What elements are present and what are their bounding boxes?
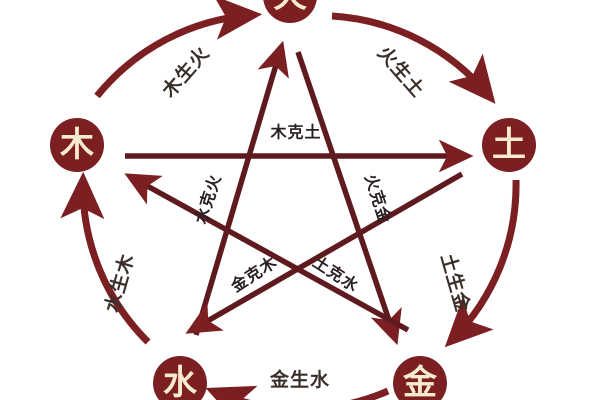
element-node-fire[interactable]: 火 xyxy=(263,0,317,23)
label-wood-generates-fire: 木生火 xyxy=(157,41,214,102)
element-glyph-water: 水 xyxy=(163,363,198,400)
element-node-water[interactable]: 水 xyxy=(153,356,207,400)
overcoming-cycle-lines xyxy=(124,40,474,346)
element-node-metal[interactable]: 金 xyxy=(393,356,447,400)
element-node-earth[interactable]: 土 xyxy=(482,118,536,172)
arc-water-to-wood xyxy=(60,171,151,345)
label-water-overcomes-fire: 水克火 xyxy=(191,172,225,226)
element-glyph-earth: 土 xyxy=(492,125,526,165)
element-circle-wood xyxy=(50,118,104,172)
element-glyph-wood: 木 xyxy=(59,125,94,165)
label-metal-generates-water: 金生水 xyxy=(269,368,330,391)
arc-earth-to-metal xyxy=(444,179,520,348)
label-metal-overcomes-wood: 金克木 xyxy=(227,252,281,296)
label-wood-overcomes-earth: 木克土 xyxy=(269,123,321,142)
element-glyph-fire: 火 xyxy=(273,0,307,16)
label-fire-overcomes-metal: 火克金 xyxy=(361,172,395,226)
element-circle-water xyxy=(153,356,207,400)
arc-wood-to-fire xyxy=(94,0,263,99)
element-glyph-metal: 金 xyxy=(402,363,438,400)
line-water-to-fire xyxy=(193,40,289,336)
label-earth-generates-metal: 土生金 xyxy=(436,251,475,315)
element-circle-earth xyxy=(482,118,536,172)
element-circle-metal xyxy=(393,356,447,400)
arc-metal-to-water xyxy=(205,385,390,400)
generating-cycle-labels: 木生火 火生土 土生金 金生水 水生木 xyxy=(100,41,475,391)
line-metal-to-wood xyxy=(124,173,410,333)
arc-fire-to-earth xyxy=(331,12,496,104)
line-earth-to-water xyxy=(185,171,464,334)
line-fire-to-metal xyxy=(295,51,402,346)
element-circle-fire xyxy=(263,0,317,23)
element-nodes: 火 木 土 水 金 xyxy=(50,0,536,400)
element-node-wood[interactable]: 木 xyxy=(50,118,104,172)
generating-cycle-arcs xyxy=(60,0,520,400)
label-fire-generates-earth: 火生土 xyxy=(373,41,430,101)
